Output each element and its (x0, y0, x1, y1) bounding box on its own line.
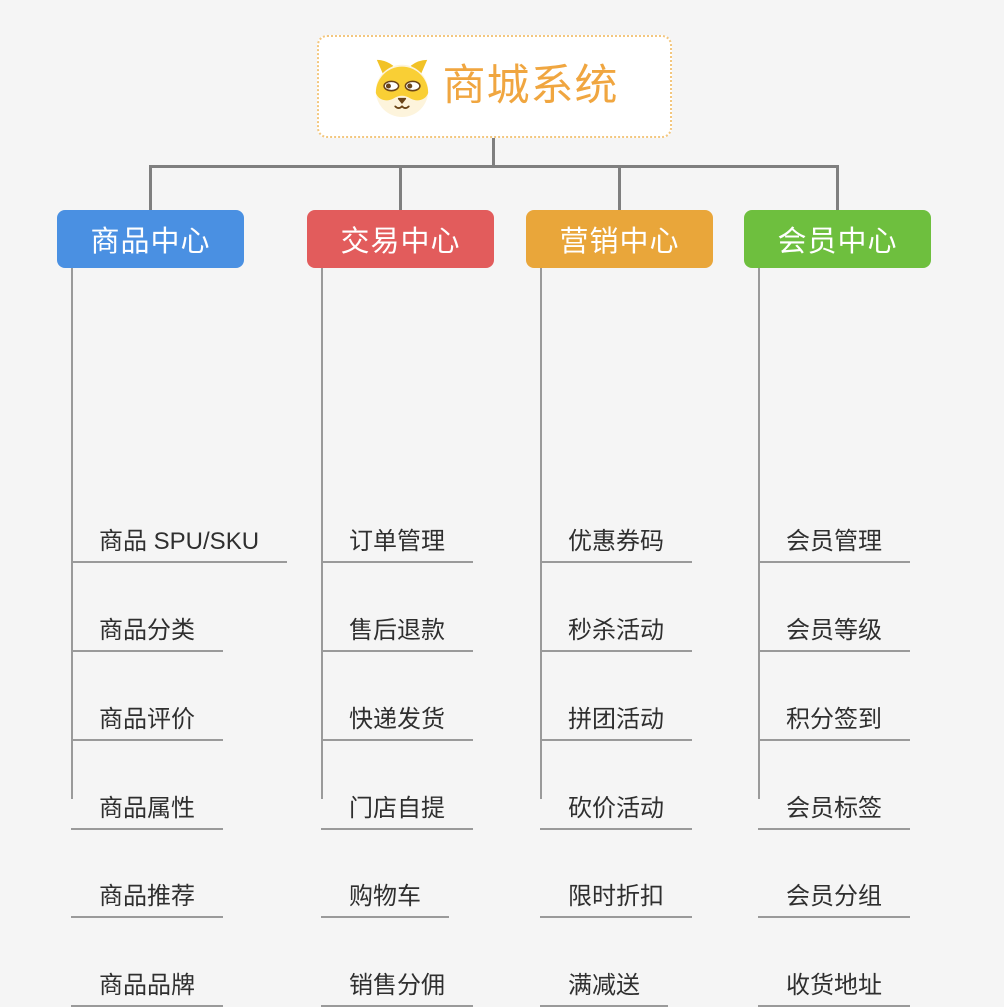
root-node[interactable]: 商城系统 (317, 35, 672, 138)
drop-line-member (836, 166, 839, 210)
tree-item[interactable]: 拼团活动 (540, 703, 692, 741)
tree-item[interactable]: 积分签到 (758, 703, 910, 741)
tree-item[interactable]: 门店自提 (321, 792, 473, 830)
branch-member-center: 会员中心 会员管理 会员等级 积分签到 会员标签 会员分组 收货地址 (744, 210, 931, 1007)
branch-product-center: 商品中心 商品 SPU/SKU 商品分类 商品评价 商品属性 商品推荐 商品品牌 (57, 210, 288, 1007)
tree-item[interactable]: 商品分类 (71, 614, 223, 652)
tree-item[interactable]: 售后退款 (321, 614, 473, 652)
tree-item[interactable]: 会员分组 (758, 880, 910, 918)
branch-trade-center: 交易中心 订单管理 售后退款 快递发货 门店自提 购物车 销售分佣 (307, 210, 494, 1007)
tree-item[interactable]: 销售分佣 (321, 969, 473, 1007)
branch-connector-line (540, 268, 542, 799)
tree-item[interactable]: 限时折扣 (540, 880, 692, 918)
branch-header-trade-center[interactable]: 交易中心 (307, 210, 494, 268)
branch-header-member-center[interactable]: 会员中心 (744, 210, 931, 268)
branch-header-product-center[interactable]: 商品中心 (57, 210, 244, 268)
tree-item[interactable]: 快递发货 (321, 703, 473, 741)
tree-item[interactable]: 会员管理 (758, 525, 910, 563)
tree-item[interactable]: 商品评价 (71, 703, 223, 741)
branch-connector-line (71, 268, 73, 799)
doge-icon (375, 59, 428, 117)
tree-item[interactable]: 优惠券码 (540, 525, 692, 563)
branch-connector-line (758, 268, 760, 799)
drop-line-product (149, 166, 152, 210)
tree-item[interactable]: 收货地址 (758, 969, 910, 1007)
branch-connector-line (321, 268, 323, 799)
mindmap-canvas: 商城系统 商品中心 商品 SPU/SKU 商品分类 商品评价 商品属性 商品推荐… (57, 35, 931, 1007)
tree-item[interactable]: 商品品牌 (71, 969, 223, 1007)
tree-item[interactable]: 秒杀活动 (540, 614, 692, 652)
root-trunk-line (492, 138, 495, 167)
drop-line-marketing (618, 166, 621, 210)
branch-header-marketing-center[interactable]: 营销中心 (526, 210, 713, 268)
tree-item[interactable]: 砍价活动 (540, 792, 692, 830)
tree-item[interactable]: 商品推荐 (71, 880, 223, 918)
tree-item[interactable]: 满减送 (540, 969, 668, 1007)
tree-item[interactable]: 商品属性 (71, 792, 223, 830)
drop-line-trade (399, 166, 402, 210)
tree-item[interactable]: 订单管理 (321, 525, 473, 563)
tree-item[interactable]: 购物车 (321, 880, 449, 918)
tree-item[interactable]: 商品 SPU/SKU (71, 525, 288, 563)
root-title: 商城系统 (442, 62, 619, 110)
branch-spanner-line (149, 165, 839, 168)
branch-marketing-center: 营销中心 优惠券码 秒杀活动 拼团活动 砍价活动 限时折扣 满减送 (526, 210, 713, 1007)
tree-item[interactable]: 会员等级 (758, 614, 910, 652)
tree-item[interactable]: 会员标签 (758, 792, 910, 830)
